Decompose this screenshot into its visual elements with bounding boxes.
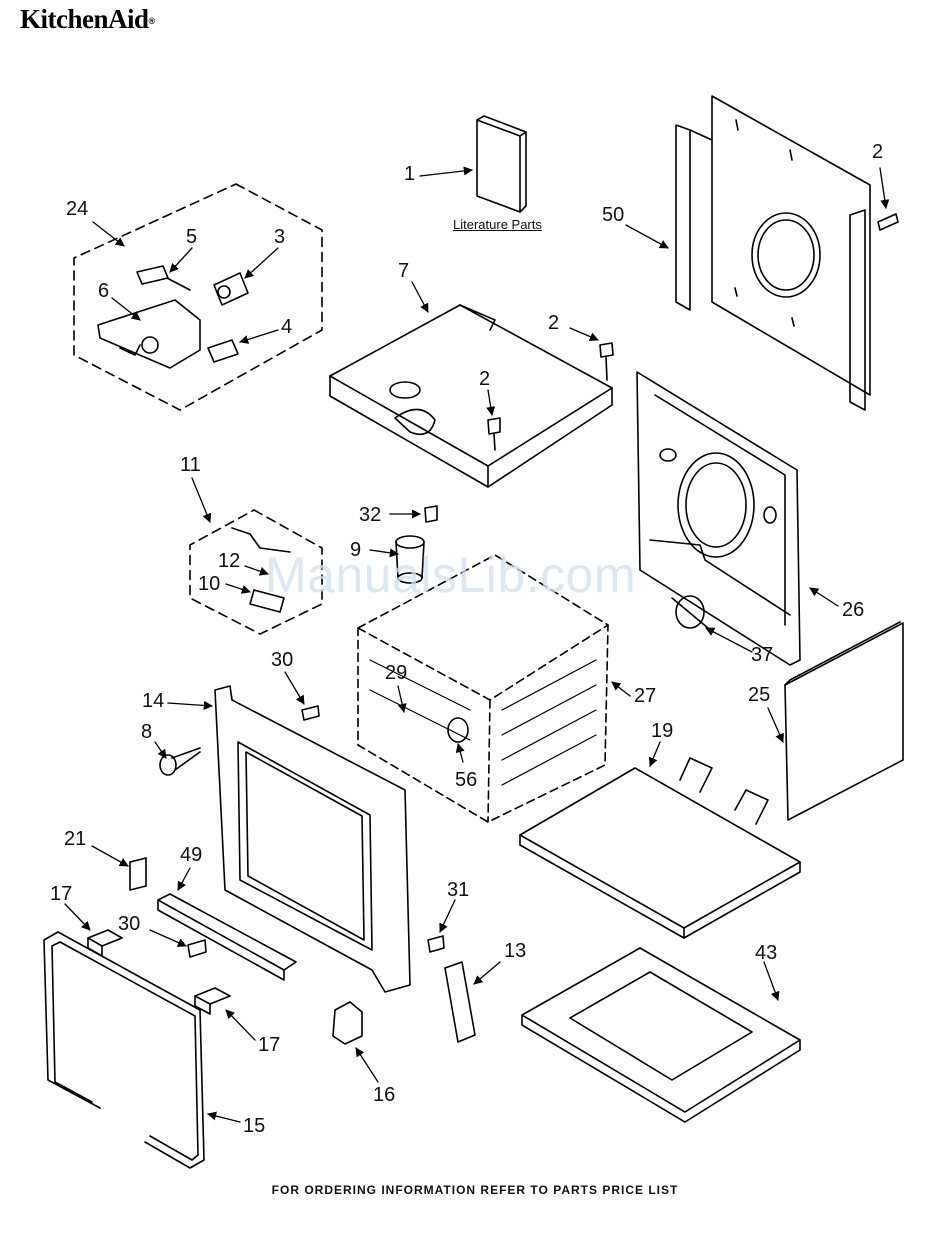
callout-15: 15 <box>243 1116 265 1136</box>
callout-1: 1 <box>404 164 415 184</box>
screw-center <box>488 418 500 450</box>
literature-parts-label: Literature Parts <box>453 217 542 232</box>
callout-2-center: 2 <box>479 369 490 389</box>
ordering-footer: FOR ORDERING INFORMATION REFER TO PARTS … <box>0 1183 950 1197</box>
callout-30-upper: 30 <box>271 650 293 670</box>
callout-31: 31 <box>447 880 469 900</box>
callout-37: 37 <box>751 645 773 665</box>
callout-6: 6 <box>98 281 109 301</box>
screw-30-upper <box>302 706 319 720</box>
callout-12: 12 <box>218 551 240 571</box>
callout-27: 27 <box>634 686 656 706</box>
callout-16: 16 <box>373 1085 395 1105</box>
callout-17-lower: 17 <box>258 1035 280 1055</box>
drawer-tray <box>522 948 800 1122</box>
watermark: ManualsLib.com <box>265 546 636 604</box>
callout-10: 10 <box>198 574 220 594</box>
callout-5: 5 <box>186 227 197 247</box>
callout-2-top: 2 <box>872 142 883 162</box>
callout-17-upper: 17 <box>50 884 72 904</box>
screw-mid <box>600 343 613 380</box>
control-kit-outline <box>74 184 322 410</box>
top-panel <box>330 305 612 487</box>
callout-9: 9 <box>350 540 361 560</box>
callout-24: 24 <box>66 199 88 219</box>
callout-8: 8 <box>141 722 152 742</box>
callout-19: 19 <box>651 721 673 741</box>
callout-29: 29 <box>385 663 407 683</box>
callout-32: 32 <box>359 505 381 525</box>
callout-3: 3 <box>274 227 285 247</box>
rear-panel <box>676 96 870 410</box>
callout-43: 43 <box>755 943 777 963</box>
callout-2-mid: 2 <box>548 313 559 333</box>
callout-25: 25 <box>748 685 770 705</box>
callout-56: 56 <box>455 770 477 790</box>
callout-4: 4 <box>281 317 292 337</box>
screw-30-lower <box>188 940 206 957</box>
screw-32 <box>425 506 437 522</box>
callout-11: 11 <box>180 455 201 475</box>
callout-49: 49 <box>180 845 202 865</box>
callout-7: 7 <box>398 261 409 281</box>
callout-13: 13 <box>504 941 526 961</box>
screw-31 <box>428 936 444 952</box>
control-kit-parts <box>98 266 248 368</box>
bracket-13 <box>445 962 475 1042</box>
screw-top-right <box>878 214 898 230</box>
rear-inner-panel <box>637 372 800 665</box>
literature-book <box>477 116 526 212</box>
callout-50: 50 <box>602 205 624 225</box>
door-gasket <box>44 932 204 1168</box>
callout-14: 14 <box>142 691 164 711</box>
callout-30-lower: 30 <box>118 914 140 934</box>
bottom-shelf <box>520 758 800 938</box>
callout-21: 21 <box>64 829 86 849</box>
bracket-21 <box>130 858 146 890</box>
front-frame <box>215 686 410 992</box>
callout-26: 26 <box>842 600 864 620</box>
door-knob <box>160 748 200 775</box>
side-panel <box>785 622 903 820</box>
bracket-16 <box>333 1002 362 1044</box>
trim-strip-49 <box>158 894 296 980</box>
